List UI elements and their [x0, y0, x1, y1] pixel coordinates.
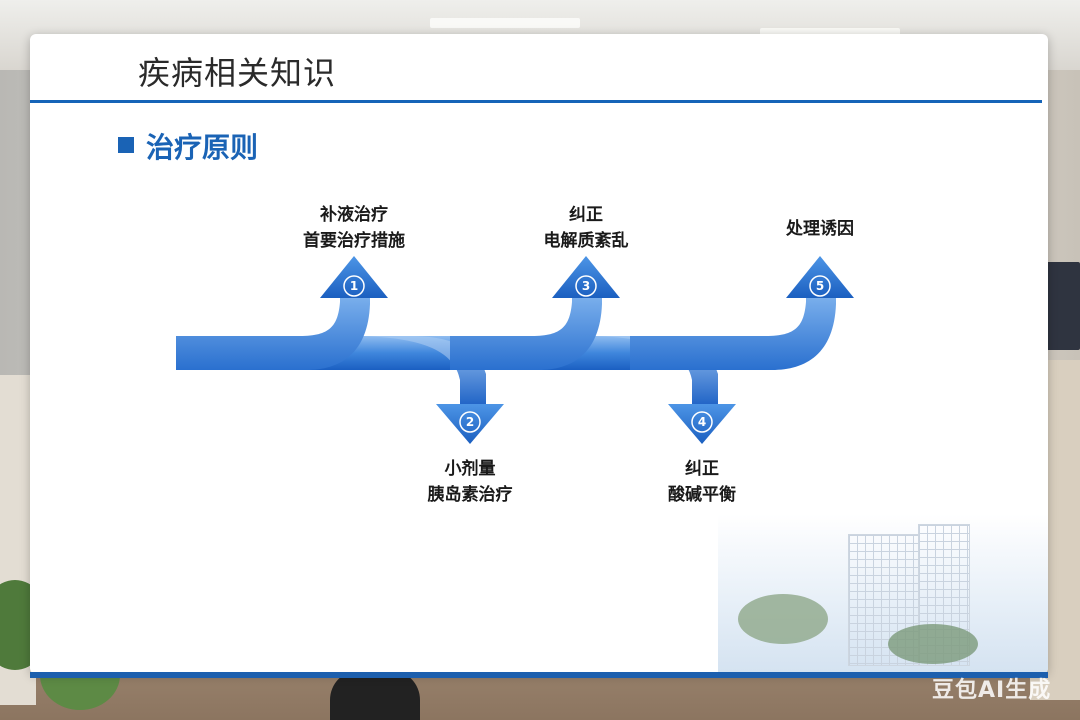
step-1-number: 1	[350, 279, 358, 293]
step-3-line-2: 电解质紊乱	[543, 231, 629, 251]
step-1-line-1: 补液治疗	[320, 205, 388, 225]
step-3-line-1: 纠正	[569, 205, 603, 225]
arrow-5-head	[786, 256, 854, 298]
section-bullet	[118, 137, 134, 153]
watermark: 豆包AI生成	[932, 678, 1052, 703]
step-2-label: 小剂量 胰岛素治疗	[410, 456, 530, 508]
tree-decoration	[888, 624, 978, 664]
step-2-line-2: 胰岛素治疗	[427, 485, 513, 505]
step-5-number: 5	[816, 279, 824, 293]
section-title: 治疗原则	[146, 131, 259, 164]
step-5-line-1: 处理诱因	[786, 219, 854, 239]
slide-bottom-bar	[30, 672, 1048, 678]
flow-band-right	[630, 292, 836, 370]
office-chair	[330, 670, 420, 720]
step-2-number: 2	[466, 415, 474, 429]
arrow-1-shaft	[176, 292, 370, 370]
arrow-3-head	[552, 256, 620, 298]
step-2-line-1: 小剂量	[444, 459, 496, 479]
arrow-4-head	[668, 404, 736, 444]
monitor	[1046, 262, 1080, 350]
step-2-circle	[459, 411, 481, 433]
title-rule	[30, 100, 1042, 103]
step-1-label: 补液治疗 首要治疗措施	[294, 202, 414, 254]
step-5-circle	[809, 275, 831, 297]
step-1-line-2: 首要治疗措施	[303, 231, 405, 251]
ceiling-light	[430, 18, 580, 28]
step-3-label: 纠正 电解质紊乱	[526, 202, 646, 254]
hospital-illustration	[718, 514, 1048, 674]
step-4-line-2: 酸碱平衡	[668, 485, 736, 505]
step-4-label: 纠正 酸碱平衡	[642, 456, 762, 508]
step-4-line-1: 纠正	[685, 459, 719, 479]
arrow-2-head	[436, 404, 504, 444]
step-3-number: 3	[582, 279, 590, 293]
slide: 疾病相关知识 治疗原则	[30, 34, 1048, 674]
step-4-circle	[691, 411, 713, 433]
ceiling-light	[760, 28, 900, 38]
step-1-circle	[343, 275, 365, 297]
step-5-label: 处理诱因	[760, 216, 880, 242]
arrow-1-head	[320, 256, 388, 298]
step-4-number: 4	[698, 415, 706, 429]
step-3-circle	[575, 275, 597, 297]
arrow-3-shaft	[450, 292, 602, 370]
tree-decoration	[738, 594, 828, 644]
slide-title: 疾病相关知识	[138, 54, 337, 92]
treatment-flow-diagram: 1 2 3 4 5	[176, 256, 854, 444]
